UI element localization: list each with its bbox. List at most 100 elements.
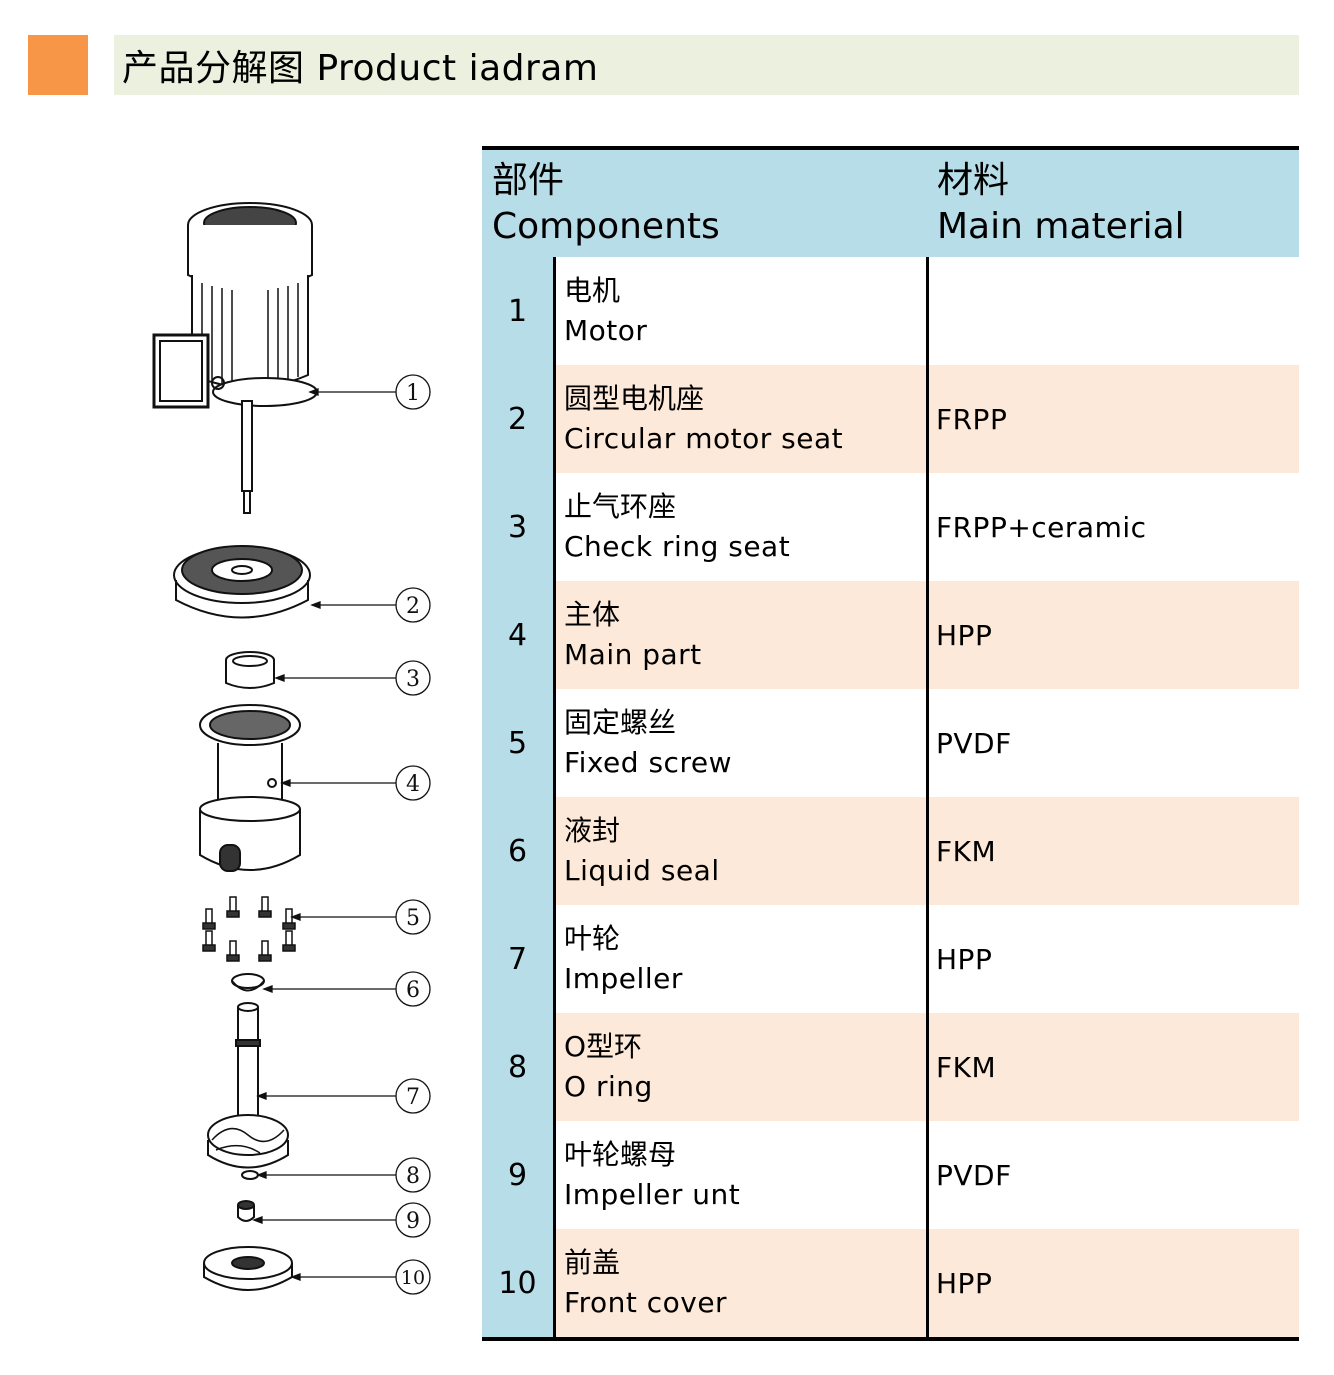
header-components: 部件 Components: [482, 150, 926, 257]
callout-circle-2: [395, 587, 431, 623]
part-name-en: Main part: [564, 638, 702, 671]
table-row: 4 主体 Main part HPP: [482, 581, 1299, 689]
part-name-zh: 前盖: [564, 1246, 621, 1279]
header-material: 材料 Main material: [929, 150, 1299, 257]
parts-table: 部件 Components 材料 Main material 1 电机 Moto…: [482, 146, 1299, 1341]
table-row: 9 叶轮螺母 Impeller unt PVDF: [482, 1121, 1299, 1229]
part-name-zh: 叶轮: [564, 922, 621, 955]
callout-label: 1: [406, 381, 420, 406]
part-number: 6: [482, 797, 556, 905]
part-number: 7: [482, 905, 556, 1013]
table-body: 1 电机 Motor 2 圆型电机座 Circular motor seat F…: [482, 146, 1299, 1341]
part-material: HPP: [936, 942, 993, 976]
table-row: 5 固定螺丝 Fixed screw PVDF: [482, 689, 1299, 797]
part-material: HPP: [929, 1229, 1299, 1337]
part-material: FRPP: [929, 365, 1299, 473]
callout-circle-8: [395, 1157, 431, 1193]
part-material: PVDF: [936, 1158, 1012, 1192]
callout-circle-9: [395, 1202, 431, 1238]
title-accent-square: [28, 35, 88, 95]
callout-label: 3: [406, 667, 420, 692]
part-name-cell: 前盖 Front cover: [556, 1229, 926, 1337]
callout-circle-6: [395, 971, 431, 1007]
part-name-zh: O型环: [564, 1030, 643, 1063]
part-name-zh: 固定螺丝: [564, 706, 677, 739]
main-part-drawing: [199, 704, 301, 872]
table-row: 8 O型环 O ring FKM: [482, 1013, 1299, 1121]
part-name-en: Liquid seal: [564, 854, 720, 887]
callout-circle-10: [395, 1259, 431, 1295]
part-name-cell: 电机 Motor: [556, 257, 926, 365]
part-name-zh: 电机: [564, 274, 621, 307]
part-number: 8: [482, 1013, 556, 1121]
table-row: 3 止气环座 Check ring seat FRPP+ceramic: [482, 473, 1299, 581]
header-material-en: Main material: [937, 205, 1185, 247]
part-name-en: Front cover: [564, 1286, 728, 1319]
part-material: FRPP+ceramic: [936, 510, 1147, 544]
part-name-cell: 圆型电机座 Circular motor seat: [556, 365, 926, 473]
callout-circle-1: [395, 374, 431, 410]
part-name-en: Check ring seat: [564, 530, 791, 563]
part-name-zh: 止气环座: [564, 490, 677, 523]
table-row: 7 叶轮 Impeller HPP: [482, 905, 1299, 1013]
part-name-cell: O型环 O ring: [556, 1013, 926, 1121]
motor-drawing: [152, 202, 318, 514]
part-number: 3: [482, 473, 556, 581]
part-name-cell: 叶轮螺母 Impeller unt: [556, 1121, 926, 1229]
part-name-zh: 液封: [564, 814, 621, 847]
front-cover-drawing: [203, 1246, 293, 1291]
part-number: 9: [482, 1121, 556, 1229]
callout-label: 4: [406, 772, 420, 797]
part-material: PVDF: [936, 726, 1012, 760]
title-bar: 产品分解图 Product iadram: [114, 35, 1299, 95]
o-ring-drawing: [241, 1170, 259, 1180]
part-name-en: Fixed screw: [564, 746, 732, 779]
part-name-en: Impeller: [564, 962, 683, 995]
page-title: 产品分解图 Product iadram: [122, 48, 599, 89]
part-name-zh: 主体: [564, 598, 621, 631]
exploded-diagram: 1 2 3 4 5 6 7 8 9 10: [130, 185, 450, 1315]
table-row: 1 电机 Motor: [482, 257, 1299, 365]
part-name-en: Impeller unt: [564, 1178, 741, 1211]
table-header: 部件 Components 材料 Main material: [482, 146, 1299, 257]
callout-label: 2: [406, 594, 420, 619]
part-number: 5: [482, 689, 556, 797]
part-material: HPP: [929, 581, 1299, 689]
callout-circle-3: [395, 660, 431, 696]
callout-label: 10: [401, 1267, 425, 1289]
part-number: 2: [482, 365, 556, 473]
callout-circle-7: [395, 1078, 431, 1114]
callout-label: 7: [406, 1085, 420, 1110]
impeller-drawing: [207, 1002, 289, 1169]
table-row: 10 前盖 Front cover HPP: [482, 1229, 1299, 1337]
callout-label: 8: [406, 1164, 420, 1189]
part-material: FKM: [929, 797, 1299, 905]
callout-circle-5: [395, 899, 431, 935]
part-name-en: O ring: [564, 1070, 653, 1103]
part-name-cell: 固定螺丝 Fixed screw: [556, 689, 926, 797]
part-name-zh: 圆型电机座: [564, 382, 705, 415]
part-number: 10: [482, 1229, 556, 1337]
impeller-nut-drawing: [237, 1200, 255, 1222]
table-row: 2 圆型电机座 Circular motor seat FRPP: [482, 365, 1299, 473]
callout-circle-4: [395, 765, 431, 801]
header-components-en: Components: [492, 205, 720, 247]
callout-label: 9: [406, 1209, 420, 1234]
callout-label: 5: [406, 906, 420, 931]
part-name-cell: 叶轮 Impeller: [556, 905, 926, 1013]
part-name-zh: 叶轮螺母: [564, 1138, 677, 1171]
callout-label: 6: [406, 978, 420, 1003]
check-ring-seat-drawing: [225, 651, 275, 689]
part-name-en: Motor: [564, 314, 648, 347]
screws-drawing: [202, 896, 296, 962]
part-name-cell: 液封 Liquid seal: [556, 797, 926, 905]
part-name-en: Circular motor seat: [564, 422, 844, 455]
motor-seat-drawing: [173, 545, 311, 619]
part-name-cell: 主体 Main part: [556, 581, 926, 689]
part-number: 1: [482, 257, 556, 365]
part-number: 4: [482, 581, 556, 689]
liquid-seal-drawing: [231, 973, 265, 992]
header-components-zh: 部件: [492, 159, 565, 201]
part-name-cell: 止气环座 Check ring seat: [556, 473, 926, 581]
part-material: FKM: [929, 1013, 1299, 1121]
